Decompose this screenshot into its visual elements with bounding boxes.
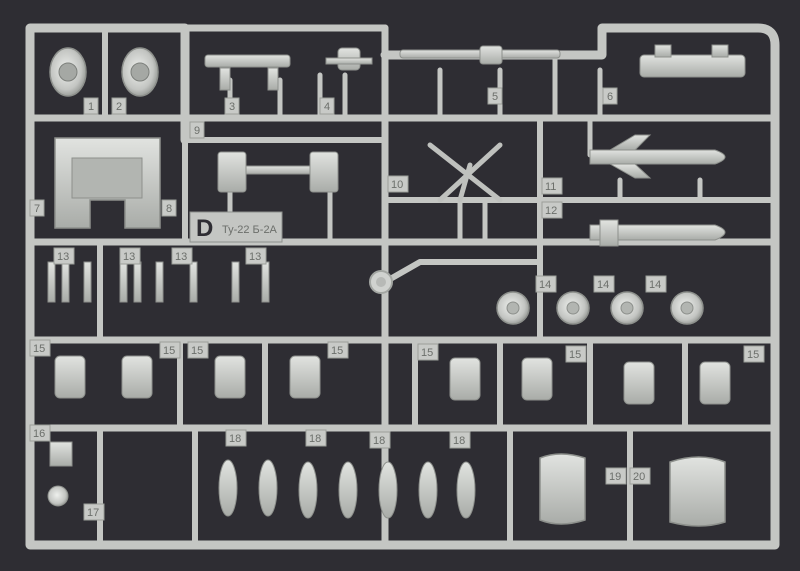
tab-13a: 13 [53, 247, 75, 265]
svg-text:15: 15 [33, 343, 45, 355]
svg-text:14: 14 [597, 279, 609, 291]
part-9-assembly [217, 151, 339, 193]
tab-12: 12 [541, 201, 563, 219]
tab-14a: 14 [535, 275, 557, 293]
svg-text:15: 15 [331, 345, 343, 357]
tab-7: 7 [29, 199, 45, 217]
svg-text:17: 17 [87, 507, 99, 519]
svg-text:15: 15 [163, 345, 175, 357]
part-19-nacelle [539, 453, 586, 525]
tab-18a: 18 [225, 429, 247, 447]
tab-15d: 15 [327, 341, 349, 359]
tab-15e: 15 [417, 343, 439, 361]
part-1-intake-fans [49, 47, 159, 97]
svg-text:16: 16 [33, 428, 45, 440]
tab-18c: 18 [369, 431, 391, 449]
part-15-bomb-clusters [54, 355, 731, 405]
svg-text:12: 12 [545, 205, 557, 217]
svg-text:15: 15 [421, 347, 433, 359]
svg-text:13: 13 [123, 251, 135, 263]
tab-3: 3 [224, 97, 240, 115]
tab-16: 16 [29, 424, 51, 442]
svg-text:4: 4 [324, 101, 330, 113]
svg-text:13: 13 [57, 251, 69, 263]
svg-text:9: 9 [194, 125, 200, 137]
svg-text:20: 20 [633, 471, 645, 483]
svg-text:10: 10 [391, 179, 403, 191]
tab-2: 2 [111, 97, 127, 115]
svg-text:15: 15 [191, 345, 203, 357]
svg-text:15: 15 [569, 349, 581, 361]
part-18-bombs [218, 459, 476, 519]
tab-14c: 14 [645, 275, 667, 293]
svg-text:18: 18 [309, 433, 321, 445]
tab-8: 8 [161, 199, 177, 217]
tab-20: 20 [629, 467, 651, 485]
part-7-8-frame [54, 137, 161, 229]
tab-1: 1 [83, 97, 99, 115]
sprue-gate [369, 270, 393, 294]
tab-5: 5 [487, 87, 503, 105]
tab-9: 9 [189, 121, 205, 139]
svg-text:18: 18 [453, 435, 465, 447]
part-3-bracket [204, 54, 291, 91]
sprue-title: Ту-22 Б-2А [222, 224, 278, 236]
tab-15b: 15 [159, 341, 181, 359]
part-10-struts [427, 142, 503, 203]
part-4-clip [325, 47, 373, 71]
tab-6: 6 [602, 87, 618, 105]
sprue-frame [25, 23, 780, 550]
tab-4: 4 [319, 97, 335, 115]
tab-11: 11 [541, 177, 563, 195]
tab-15a: 15 [29, 339, 51, 357]
tab-18d: 18 [449, 431, 471, 449]
svg-text:8: 8 [166, 203, 172, 215]
tab-14b: 14 [593, 275, 615, 293]
svg-text:14: 14 [539, 279, 551, 291]
svg-text:13: 13 [175, 251, 187, 263]
part-16-bracket [49, 441, 73, 467]
svg-text:11: 11 [545, 181, 556, 193]
part-13-struts [47, 261, 270, 303]
part-5-rod [399, 45, 561, 65]
part-number-tabs: 1 2 3 4 5 6 7 8 9 10 11 12 13 13 13 13 1… [29, 87, 765, 521]
part-12-missile [589, 219, 726, 247]
svg-text:13: 13 [249, 251, 261, 263]
tab-15g: 15 [743, 345, 765, 363]
svg-text:3: 3 [229, 101, 235, 113]
svg-text:2: 2 [116, 101, 122, 113]
tab-13b: 13 [119, 247, 141, 265]
tab-17: 17 [83, 503, 105, 521]
part-6-pylon [639, 44, 746, 78]
part-17-disc [47, 485, 69, 507]
tab-15c: 15 [187, 341, 209, 359]
svg-text:18: 18 [373, 435, 385, 447]
svg-text:6: 6 [607, 91, 613, 103]
svg-text:18: 18 [229, 433, 241, 445]
tab-18b: 18 [305, 429, 327, 447]
svg-text:7: 7 [34, 203, 40, 215]
svg-text:15: 15 [747, 349, 759, 361]
svg-text:19: 19 [609, 471, 621, 483]
svg-text:5: 5 [492, 91, 498, 103]
sprue-letter: D [196, 215, 213, 242]
svg-text:1: 1 [88, 101, 94, 113]
sprue-id-tab: D Ту-22 Б-2А [189, 211, 283, 243]
tab-19: 19 [605, 467, 627, 485]
tab-13d: 13 [245, 247, 267, 265]
tab-15f: 15 [565, 345, 587, 363]
part-20-nacelle [669, 456, 726, 527]
svg-text:14: 14 [649, 279, 661, 291]
tab-13c: 13 [171, 247, 193, 265]
part-14-wheels [496, 291, 704, 325]
part-11-missile [589, 134, 726, 179]
tab-10: 10 [387, 175, 409, 193]
